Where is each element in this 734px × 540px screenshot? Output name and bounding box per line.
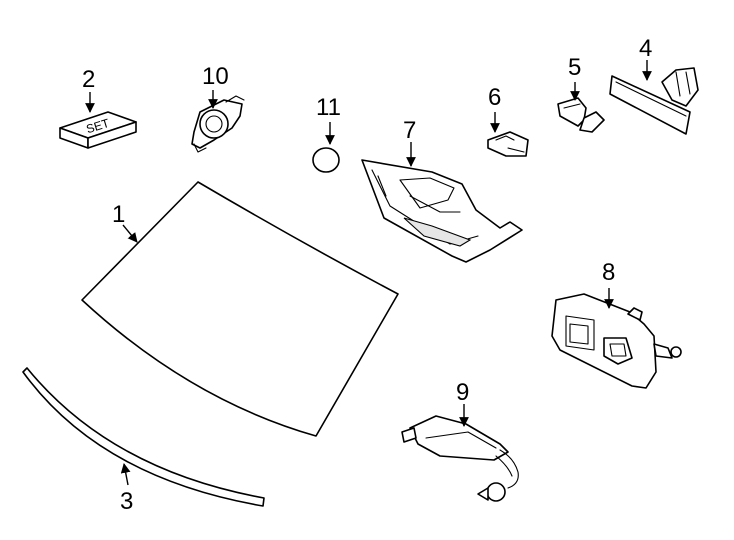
callout-8-label: 8 [602, 259, 615, 286]
callout-9: 9 [456, 379, 469, 427]
callout-1-arrow [122, 224, 138, 243]
rear-view-mirror [609, 67, 699, 135]
windshield-glass [81, 181, 399, 437]
callout-6: 6 [488, 84, 501, 133]
callout-1: 1 [112, 201, 138, 243]
callout-9-label: 9 [456, 379, 469, 406]
callout-4-label: 4 [639, 35, 652, 62]
callout-8: 8 [602, 259, 615, 309]
callout-2: 2 [82, 66, 95, 113]
callout-3-arrow [120, 463, 131, 486]
callout-7: 7 [403, 117, 416, 167]
wiring-harness [401, 415, 519, 502]
camera-module [551, 293, 682, 389]
callout-11: 11 [316, 94, 341, 145]
rain-sensor [191, 95, 245, 153]
sensor-pad [312, 147, 340, 173]
windshield-moulding [22, 367, 265, 507]
callout-11-label: 11 [316, 94, 341, 121]
callout-1-label: 1 [112, 201, 125, 228]
set-kit-label: SET [84, 116, 111, 136]
connector [487, 131, 529, 157]
mirror-clip [557, 97, 605, 133]
set-kit: SET [59, 111, 137, 149]
callout-2-label: 2 [82, 66, 95, 93]
callout-10-label: 10 [202, 63, 229, 90]
callout-5: 5 [568, 54, 581, 101]
callout-4: 4 [639, 35, 652, 81]
callout-10: 10 [202, 63, 229, 109]
callout-6-label: 6 [488, 84, 501, 111]
callout-3-label: 3 [120, 488, 133, 515]
mirror-cover [361, 159, 523, 263]
callout-7-label: 7 [403, 117, 416, 144]
callout-5-label: 5 [568, 54, 581, 81]
callout-3: 3 [120, 463, 133, 515]
